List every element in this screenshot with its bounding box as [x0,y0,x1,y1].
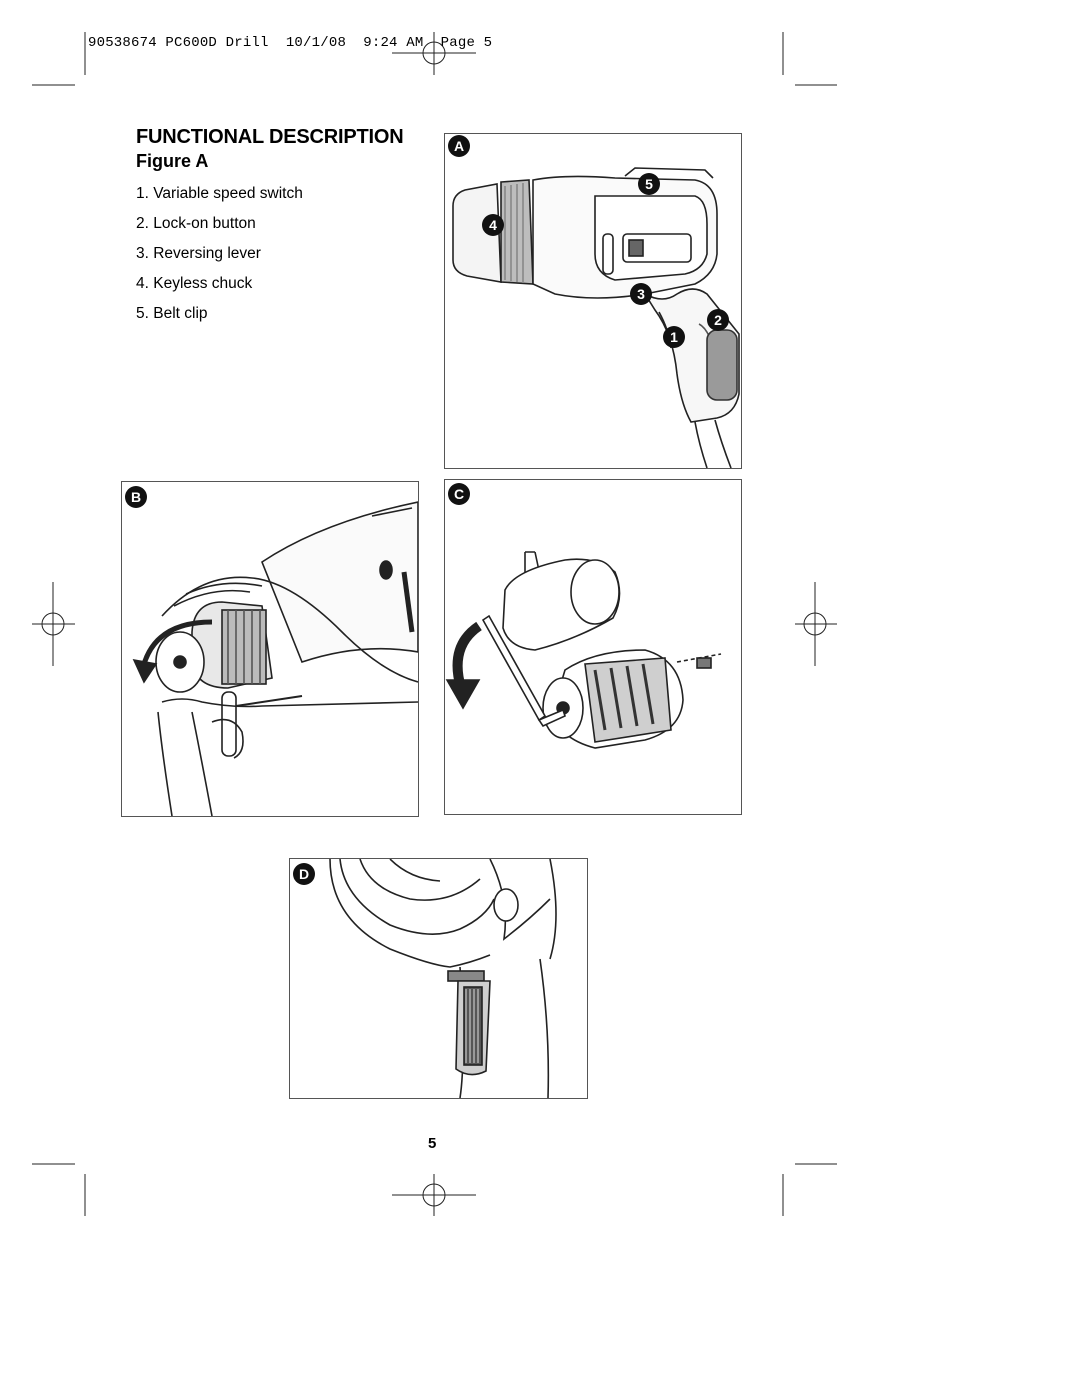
figure-b: B [121,481,419,817]
callout-4: 4 [482,214,504,236]
part-item-5: 5. Belt clip [136,305,208,322]
figure-subtitle: Figure A [136,151,209,171]
section-title: FUNCTIONAL DESCRIPTION [136,126,404,148]
print-slug: 90538674 PC600D Drill 10/1/08 9:24 AM Pa… [88,35,493,51]
figure-badge-a: A [448,135,470,157]
chuck-removal-illustration [445,551,722,749]
part-item-4: 4. Keyless chuck [136,275,253,292]
figure-badge-c: C [448,483,470,505]
part-item-2: 2. Lock-on button [136,215,256,232]
figure-d: D [289,858,588,1099]
callout-5: 5 [638,173,660,195]
drill-illustration [452,167,740,468]
figure-badge-d: D [293,863,315,885]
callout-3: 3 [630,283,652,305]
callout-2: 2 [707,309,729,331]
page-number: 5 [428,1135,437,1152]
figure-badge-b: B [125,486,147,508]
part-item-1: 1. Variable speed switch [136,185,303,202]
parts-list: 1. Variable speed switch 2. Lock-on butt… [136,183,303,333]
figure-c: C [444,479,742,815]
belt-clip-illustration [329,859,557,1098]
part-item-3: 3. Reversing lever [136,245,261,262]
figure-a: A 5 4 3 2 1 [444,133,742,469]
hand-chuck-illustration [132,501,418,816]
callout-1: 1 [663,326,685,348]
